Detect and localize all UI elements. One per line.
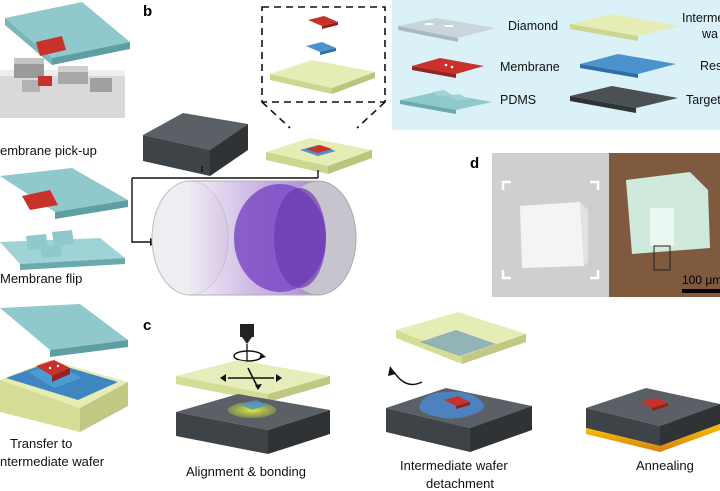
step-transfer-label-2: ntermediate wafer [0, 454, 105, 469]
step-transfer-label-1: Transfer to [10, 436, 72, 451]
legend-membrane-swatch [412, 58, 484, 78]
step-annealing-label: Annealing [636, 458, 694, 473]
legend-target-label: Target [686, 93, 720, 107]
panel-c: Alignment & bonding Intermediate wafer d… [176, 312, 720, 491]
panel-b [131, 6, 386, 296]
legend-membrane-label: Membrane [500, 60, 560, 74]
legend-resist-label: Res [700, 59, 720, 73]
legend-pdms-label: PDMS [500, 93, 536, 107]
step-pickup-label: embrane pick-up [0, 143, 97, 158]
step-alignment-label: Alignment & bonding [186, 464, 306, 479]
legend-intermediate-label-1: Interme [682, 11, 720, 25]
flip-illustration [0, 168, 128, 270]
legend-pdms-swatch [400, 90, 492, 114]
legend-diamond-label: Diamond [508, 19, 558, 33]
pickup-illustration [0, 2, 130, 118]
legend-diamond-swatch [398, 18, 496, 42]
step-detach-label-1: Intermediate wafer [400, 458, 508, 473]
legend: Diamond Interme wa Membrane Res PDMS [392, 0, 720, 130]
panel-c-label: c [143, 317, 151, 334]
scale-bar-label: 100 μm [682, 273, 720, 287]
panel-a: embrane pick-up Membrane flip [0, 2, 130, 469]
legend-target-swatch [570, 86, 678, 113]
legend-intermediate-swatch [570, 14, 680, 41]
step-detach-label-2: detachment [426, 476, 494, 491]
panel-d-label: d [470, 155, 479, 172]
panel-b-label: b [143, 3, 152, 20]
legend-resist-swatch [580, 54, 676, 78]
legend-intermediate-label-2: wa [701, 27, 718, 41]
panel-d: 100 μm [492, 153, 720, 297]
step-flip-label: Membrane flip [0, 271, 82, 286]
transfer-illustration [0, 304, 128, 432]
